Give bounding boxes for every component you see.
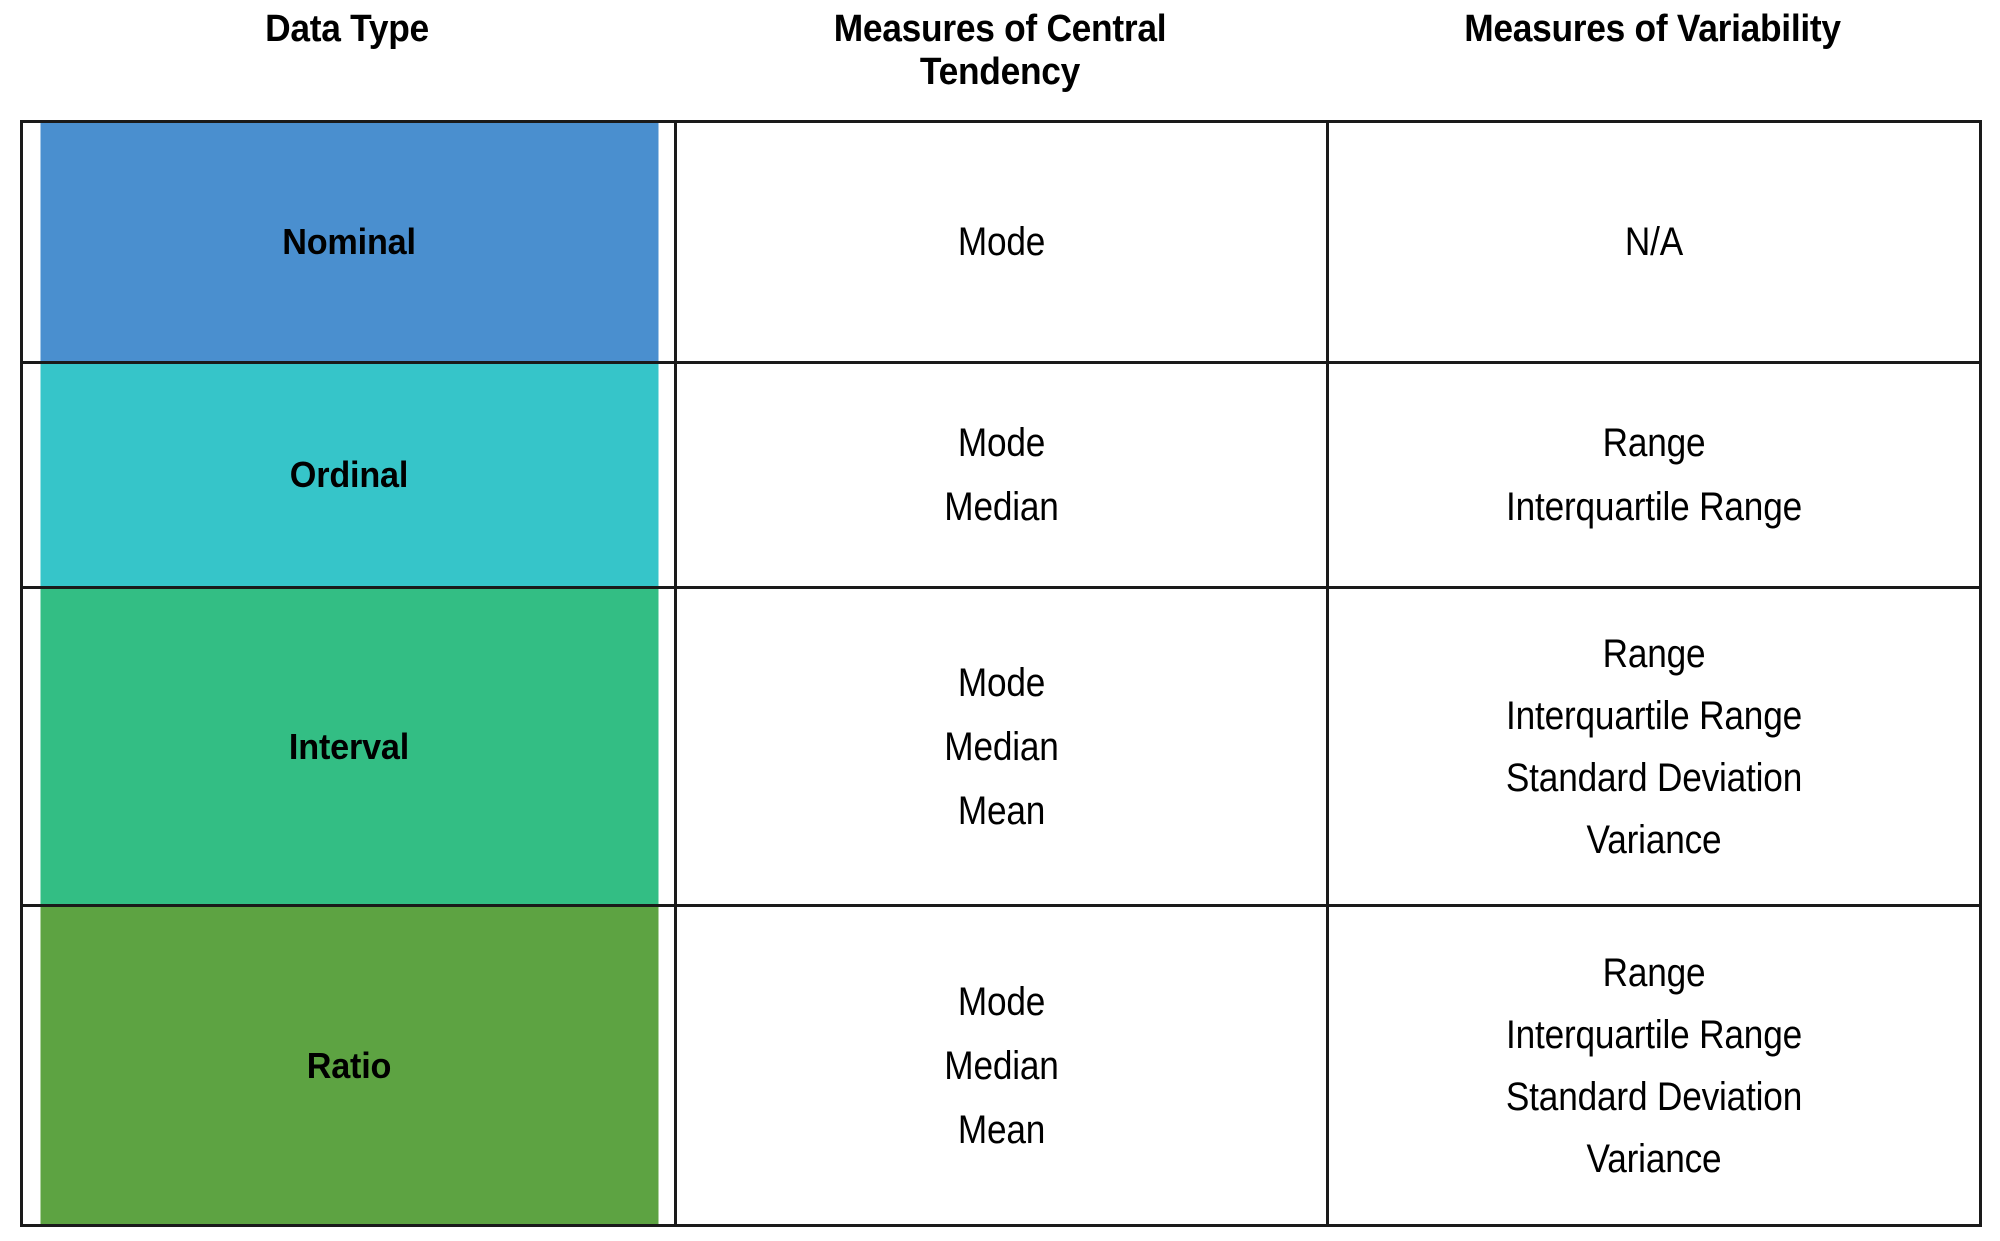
variability-list: Range Interquartile Range xyxy=(1368,411,1940,539)
list-item: Mode xyxy=(957,979,1046,1024)
central-tendency-list: Mode Median Mean xyxy=(716,651,1287,843)
central-tendency-list: Mode Median xyxy=(716,411,1287,539)
central-tendency-cell-ordinal: Mode Median xyxy=(674,361,1329,589)
list-item: Standard Deviation xyxy=(1505,755,1803,800)
variability-cell-ratio: Range Interquartile Range Standard Devia… xyxy=(1326,904,1982,1227)
list-item: Interquartile Range xyxy=(1505,485,1803,529)
table-row: Interval Mode Median Mean Range Interqua… xyxy=(22,586,1982,907)
data-type-label: Nominal xyxy=(281,221,416,262)
data-type-label: Interval xyxy=(288,725,409,767)
list-item: Interquartile Range xyxy=(1505,693,1803,738)
list-item: Mode xyxy=(957,421,1046,465)
column-header-variability: Measures of Variability xyxy=(1349,0,1956,51)
list-item: Median xyxy=(944,724,1059,769)
variability-list: N/A xyxy=(1368,222,1940,262)
list-item: Variance xyxy=(1586,1136,1722,1181)
table-row: Ratio Mode Median Mean Range Interquarti… xyxy=(22,904,1982,1227)
list-item: Median xyxy=(944,1043,1059,1088)
central-tendency-cell-nominal: Mode xyxy=(674,120,1329,364)
table-body: Nominal Mode N/A Ordinal xyxy=(22,120,1982,1227)
list-item: Standard Deviation xyxy=(1505,1074,1803,1119)
data-type-cell-ratio: Ratio xyxy=(36,904,661,1227)
central-tendency-cell-interval: Mode Median Mean xyxy=(674,586,1329,907)
list-item: Range xyxy=(1602,950,1706,995)
list-item: Interquartile Range xyxy=(1505,1012,1803,1057)
list-item: Variance xyxy=(1586,817,1722,862)
column-header-data-type: Data Type xyxy=(43,0,651,51)
table-row: Nominal Mode N/A xyxy=(22,120,1982,364)
list-item: Mean xyxy=(957,788,1046,833)
list-item: Median xyxy=(944,485,1059,529)
data-type-cell-nominal: Nominal xyxy=(36,120,661,364)
data-type-cell-ordinal: Ordinal xyxy=(36,361,661,589)
list-item: Mode xyxy=(957,220,1046,264)
column-header-central-tendency-label: Measures of Central Tendency xyxy=(833,8,1167,93)
central-tendency-list: Mode xyxy=(716,222,1287,262)
column-header-central-tendency: Measures of Central Tendency xyxy=(697,0,1303,93)
data-type-label: Ratio xyxy=(306,1044,391,1086)
central-tendency-cell-ratio: Mode Median Mean xyxy=(674,904,1329,1227)
list-item: Range xyxy=(1602,631,1706,676)
list-item: Range xyxy=(1602,421,1706,465)
column-header-variability-label: Measures of Variability xyxy=(1464,8,1841,50)
data-type-label: Ordinal xyxy=(289,454,408,495)
variability-cell-nominal: N/A xyxy=(1326,120,1982,364)
variability-cell-ordinal: Range Interquartile Range xyxy=(1326,361,1982,589)
column-header-data-type-label: Data Type xyxy=(265,8,429,50)
central-tendency-list: Mode Median Mean xyxy=(716,970,1287,1162)
table-header-row: Data Type Measures of Central Tendency M… xyxy=(20,0,1979,120)
measures-by-data-type-table: Nominal Mode N/A Ordinal xyxy=(20,120,1982,1227)
list-item: Mode xyxy=(957,660,1046,705)
variability-list: Range Interquartile Range Standard Devia… xyxy=(1368,623,1940,871)
list-item: N/A xyxy=(1624,220,1684,264)
variability-list: Range Interquartile Range Standard Devia… xyxy=(1368,942,1940,1190)
list-item: Mean xyxy=(957,1107,1046,1152)
variability-cell-interval: Range Interquartile Range Standard Devia… xyxy=(1326,586,1982,907)
table-row: Ordinal Mode Median Range Interquartile … xyxy=(22,361,1982,589)
data-type-cell-interval: Interval xyxy=(36,586,661,907)
